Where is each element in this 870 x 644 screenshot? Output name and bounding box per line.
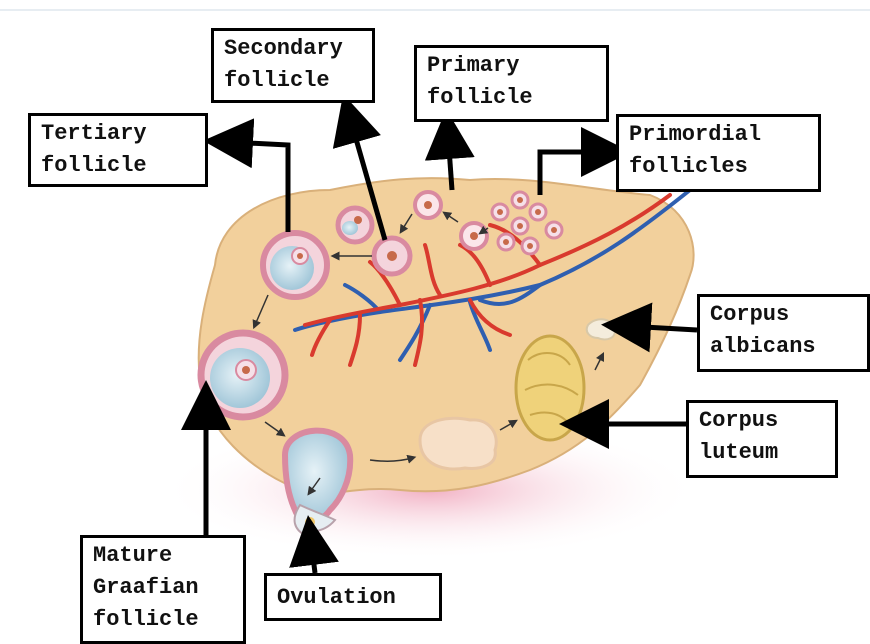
graafian-follicle xyxy=(201,333,285,417)
label-corpus-luteum: Corpus luteum xyxy=(686,400,838,478)
label-secondary-follicle: Secondary follicle xyxy=(211,28,375,103)
label-tertiary-follicle: Tertiary follicle xyxy=(28,113,208,187)
label-primordial-follicles: Primordial follicles xyxy=(616,114,821,192)
tertiary-follicle xyxy=(263,233,327,297)
corpus-albicans xyxy=(587,319,615,339)
label-corpus-albicans: Corpus albicans xyxy=(697,294,870,372)
corpus-luteum xyxy=(516,336,584,440)
label-primary-follicle: Primary follicle xyxy=(414,45,609,122)
corpus-luteum-early xyxy=(420,418,496,469)
label-ovulation: Ovulation xyxy=(264,573,442,621)
label-mature-graafian-follicle: Mature Graafian follicle xyxy=(80,535,246,644)
